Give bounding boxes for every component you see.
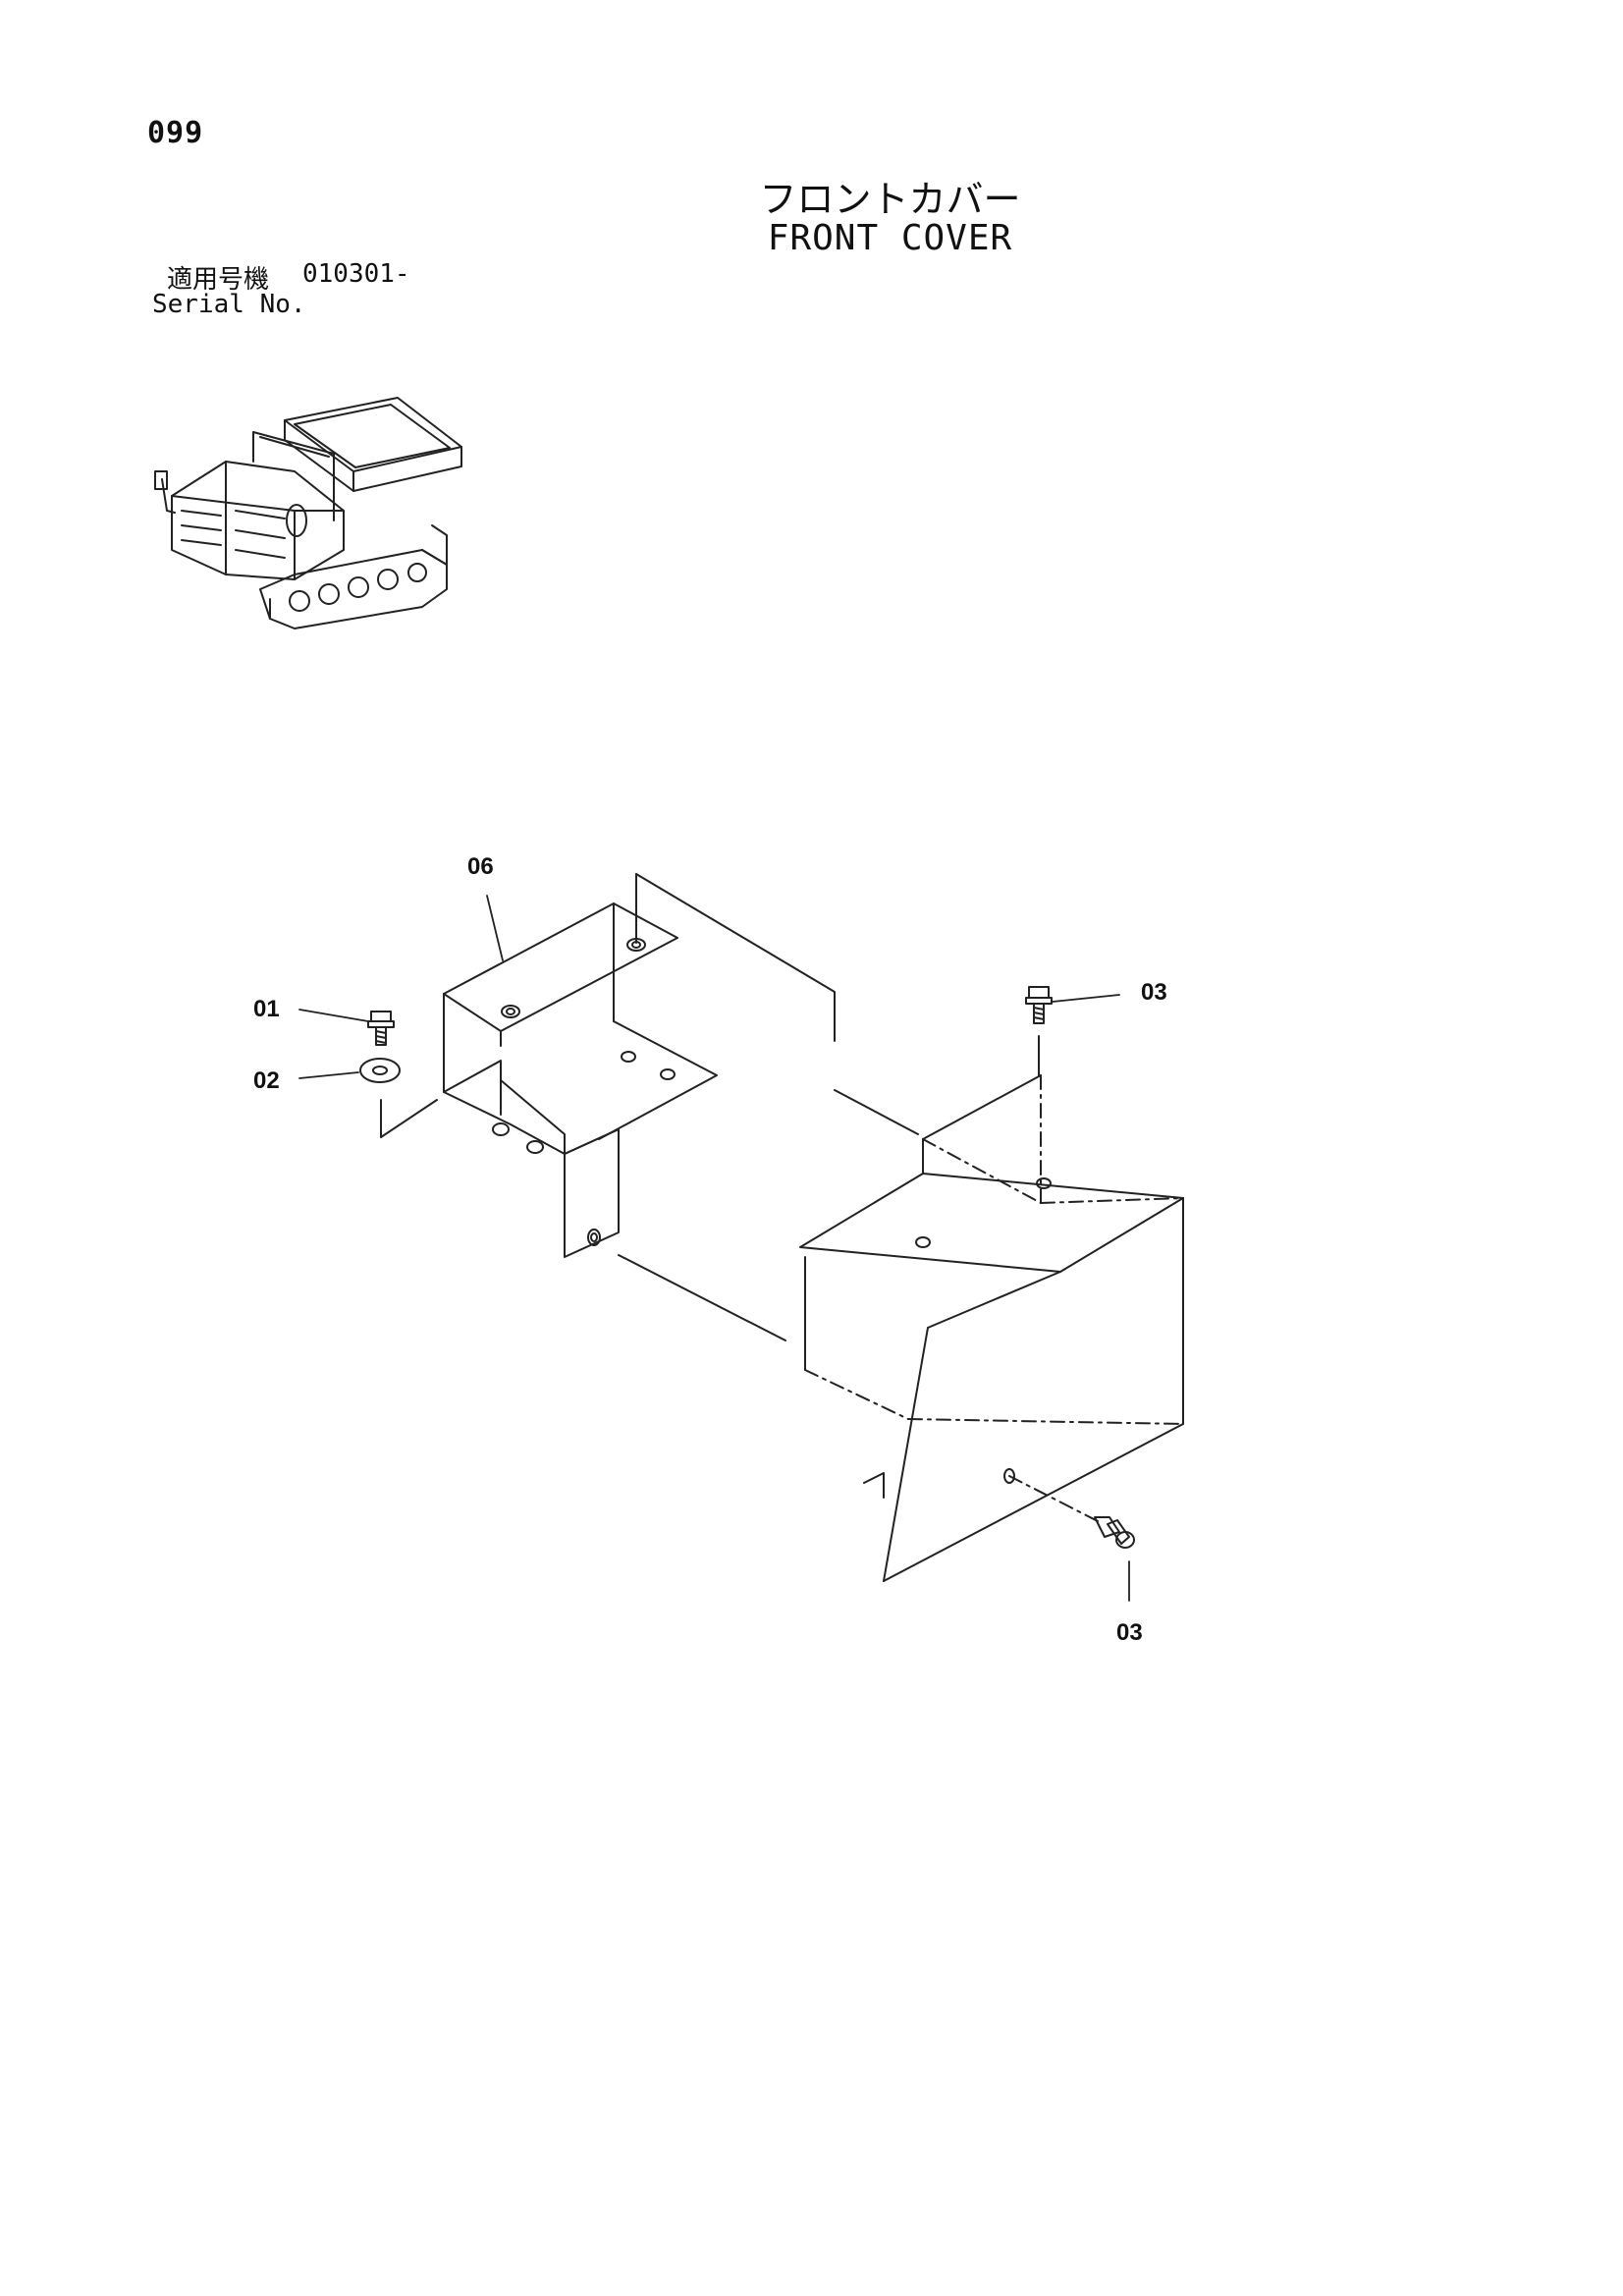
callout-02: 02 [253,1067,280,1094]
bolt-part-03-top [1025,986,1053,1076]
assembly-lines [380,873,919,1341]
title-english: FRONT COVER [767,218,1013,258]
callout-03-bottom: 03 [1116,1619,1143,1646]
front-cover-box [799,1074,1184,1582]
callout-03-top: 03 [1141,979,1167,1006]
title-japanese: フロントカバー [759,178,1021,221]
serial-number-value: 010301- [302,259,410,289]
page-number: 099 [147,116,204,150]
washer-part-02 [359,1058,401,1083]
machine-thumbnail [154,397,462,629]
bracket-part-06 [443,902,718,1258]
callout-06: 06 [467,853,494,880]
callout-01: 01 [253,996,280,1022]
serial-label-japanese: 適用号機 [167,265,270,295]
leader-lines [298,895,1130,1602]
bolt-part-03-bottom [1094,1516,1135,1549]
bolt-part-01 [367,1011,395,1046]
serial-label-english: Serial No. [152,290,306,319]
